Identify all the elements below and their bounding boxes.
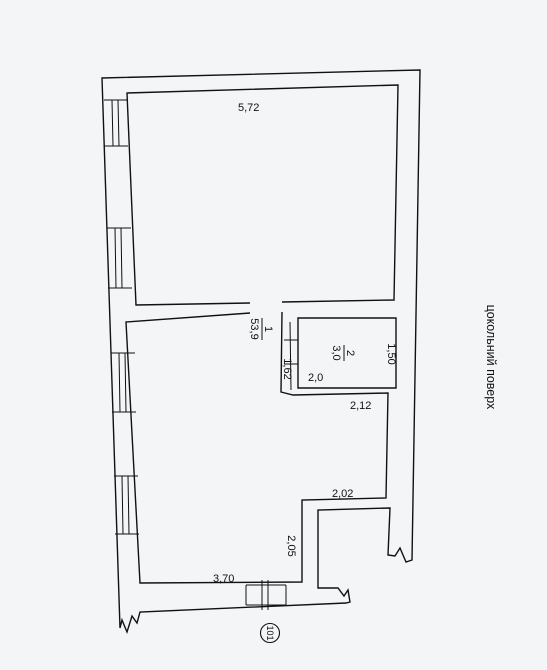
dimension-top-wall: 5,72	[238, 102, 259, 114]
dimension-lower-right-wall: 2,12	[350, 400, 371, 412]
dimension-corridor-wall: 2,05	[285, 535, 297, 556]
dimension-bottom-wall: 3,70	[213, 573, 234, 585]
room-2-number: 2	[344, 350, 356, 356]
outer-wall	[101, 69, 421, 635]
window-3	[111, 352, 136, 413]
small-room-wall	[297, 317, 397, 389]
dimension-small-room-width: 1,50	[385, 343, 397, 364]
room-1-area: 53,9	[248, 318, 260, 339]
window-4	[114, 475, 139, 535]
marker-101: 101	[259, 622, 281, 644]
room-2-area: 3,0	[330, 345, 342, 360]
lower-room-wall	[125, 311, 389, 584]
floor-label: цокольний поверх	[484, 305, 498, 410]
dimension-small-room-length: 2,0	[308, 372, 323, 384]
marker-101-label: 101	[265, 625, 275, 640]
dimension-doorway: 1,62	[281, 358, 293, 379]
dimension-step-wall: 2,02	[332, 488, 353, 500]
entrance-door	[245, 580, 287, 610]
door-small-room	[284, 321, 298, 391]
room-1-number: 1	[262, 326, 274, 332]
room-1-label: 1 53,9	[248, 318, 274, 340]
room-2-label: 2 3,0	[330, 345, 356, 361]
window-2	[107, 227, 132, 289]
upper-room-wall	[126, 84, 399, 306]
window-1	[104, 99, 128, 147]
